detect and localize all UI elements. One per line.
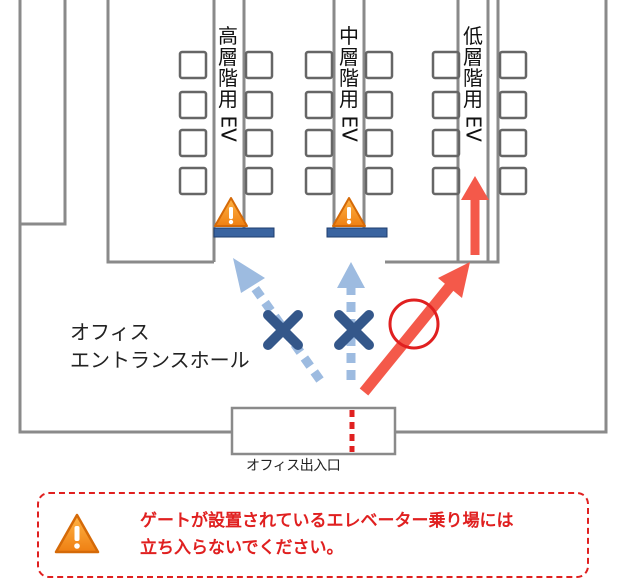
elevator-car-box (178, 166, 208, 196)
elevator-car-box (178, 128, 208, 158)
elevator-car-box (364, 50, 394, 80)
elevator-car-box (498, 128, 528, 158)
warning-icon (214, 197, 248, 227)
cross-icon (334, 310, 374, 350)
cross-icon (263, 310, 303, 350)
blocked-arrow-mid (337, 262, 365, 380)
gate-bar-mid (326, 227, 388, 238)
elevator-car-box (244, 50, 274, 80)
allowed-arrow-low (359, 176, 489, 396)
elevator-car-box (304, 128, 334, 158)
elevator-label-high: 高 層 階 用 EV (216, 24, 241, 142)
elevator-label-mid: 中 層 階 用 EV (337, 24, 362, 142)
elevator-car-box (244, 90, 274, 120)
gate-label: オフィス出入口 (246, 458, 341, 474)
elevator-car-box (178, 90, 208, 120)
ok-circle-icon (388, 298, 440, 350)
elevator-car-box (304, 166, 334, 196)
elevator-car-box (498, 90, 528, 120)
elevator-car-box (431, 90, 461, 120)
elevator-car-box (244, 128, 274, 158)
notice-box: ゲートが設置されているエレベーター乗り場には 立ち入らないでください。 (37, 492, 589, 578)
elevator-car-box (498, 166, 528, 196)
elevator-cars (178, 50, 528, 196)
elevator-car-box (498, 50, 528, 80)
elevator-car-box (364, 166, 394, 196)
elevator-car-box (431, 166, 461, 196)
entrance-gate (230, 406, 397, 456)
notice-line1: ゲートが設置されているエレベーター乗り場には (140, 511, 514, 531)
elevator-car-box (244, 166, 274, 196)
notice-text: ゲートが設置されているエレベーター乗り場には 立ち入らないでください。 (140, 508, 514, 562)
elevator-label-low: 低 層 階 用 EV (461, 24, 486, 142)
elevator-car-box (178, 50, 208, 80)
gate-bar-high (213, 227, 275, 238)
elevator-car-box (431, 50, 461, 80)
walls (18, 0, 608, 434)
notice-line2: 立ち入らないでください。 (140, 538, 344, 558)
elevator-car-box (304, 50, 334, 80)
elevator-car-box (364, 128, 394, 158)
elevator-car-box (304, 90, 334, 120)
hall-label-line2: エントランスホール (70, 348, 250, 372)
elevator-car-box (364, 90, 394, 120)
warning-icon (332, 197, 366, 227)
hall-label: オフィス エントランスホール (70, 318, 250, 374)
elevator-car-box (431, 128, 461, 158)
hall-label-line1: オフィス (70, 320, 150, 344)
warning-triangle-icon (54, 513, 100, 554)
